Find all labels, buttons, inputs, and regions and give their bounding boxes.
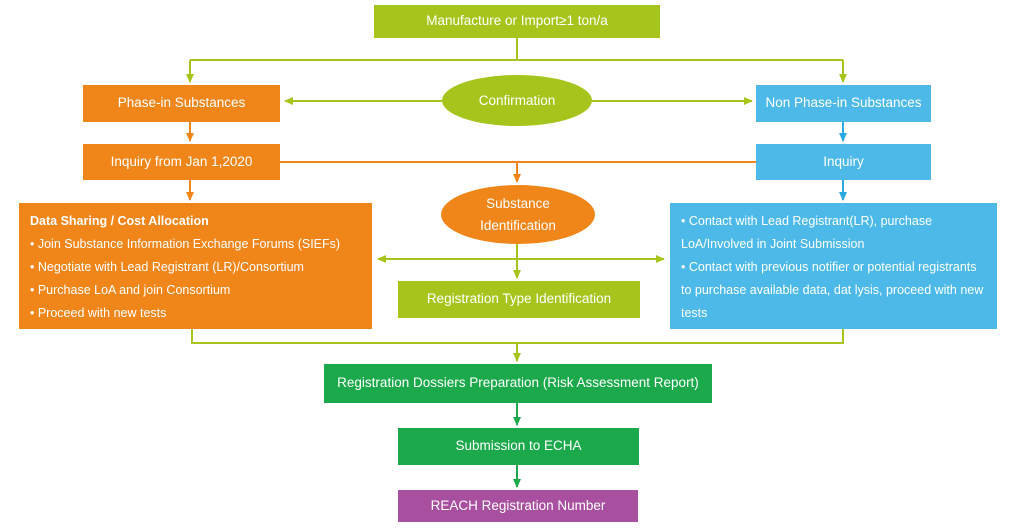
node-submission-echa: Submission to ECHA	[398, 428, 639, 465]
node-reach-registration-number: REACH Registration Number	[398, 490, 638, 522]
data-sharing-bullet: • Negotiate with Lead Registrant (LR)/Co…	[30, 260, 304, 274]
node-registration-type: Registration Type Identification	[398, 281, 640, 318]
contact-bullet: • Contact with Lead Registrant(LR), purc…	[681, 214, 933, 251]
node-dossiers-preparation: Registration Dossiers Preparation (Risk …	[324, 364, 712, 403]
node-non-phase-in-substances: Non Phase-in Substances	[756, 85, 931, 122]
data-sharing-bullet: • Proceed with new tests	[30, 306, 167, 320]
data-sharing-bullet: • Purchase LoA and join Consortium	[30, 283, 231, 297]
node-inquiry: Inquiry	[756, 144, 931, 180]
node-contact-lead-registrant: • Contact with Lead Registrant(LR), purc…	[670, 203, 997, 329]
data-sharing-bullet: • Join Substance Information Exchange Fo…	[30, 237, 341, 251]
node-manufacture-import: Manufacture or Import≥1 ton/a	[374, 5, 660, 38]
data-sharing-title: Data Sharing / Cost Allocation	[30, 214, 209, 228]
node-confirmation: Confirmation	[442, 75, 592, 126]
node-phase-in-substances: Phase-in Substances	[83, 85, 280, 122]
node-substance-identification: Substance Identification	[441, 185, 595, 244]
node-data-sharing: Data Sharing / Cost Allocation • Join Su…	[19, 203, 372, 329]
contact-bullet: • Contact with previous notifier or pote…	[681, 260, 984, 320]
node-inquiry-from-jan: Inquiry from Jan 1,2020	[83, 144, 280, 180]
